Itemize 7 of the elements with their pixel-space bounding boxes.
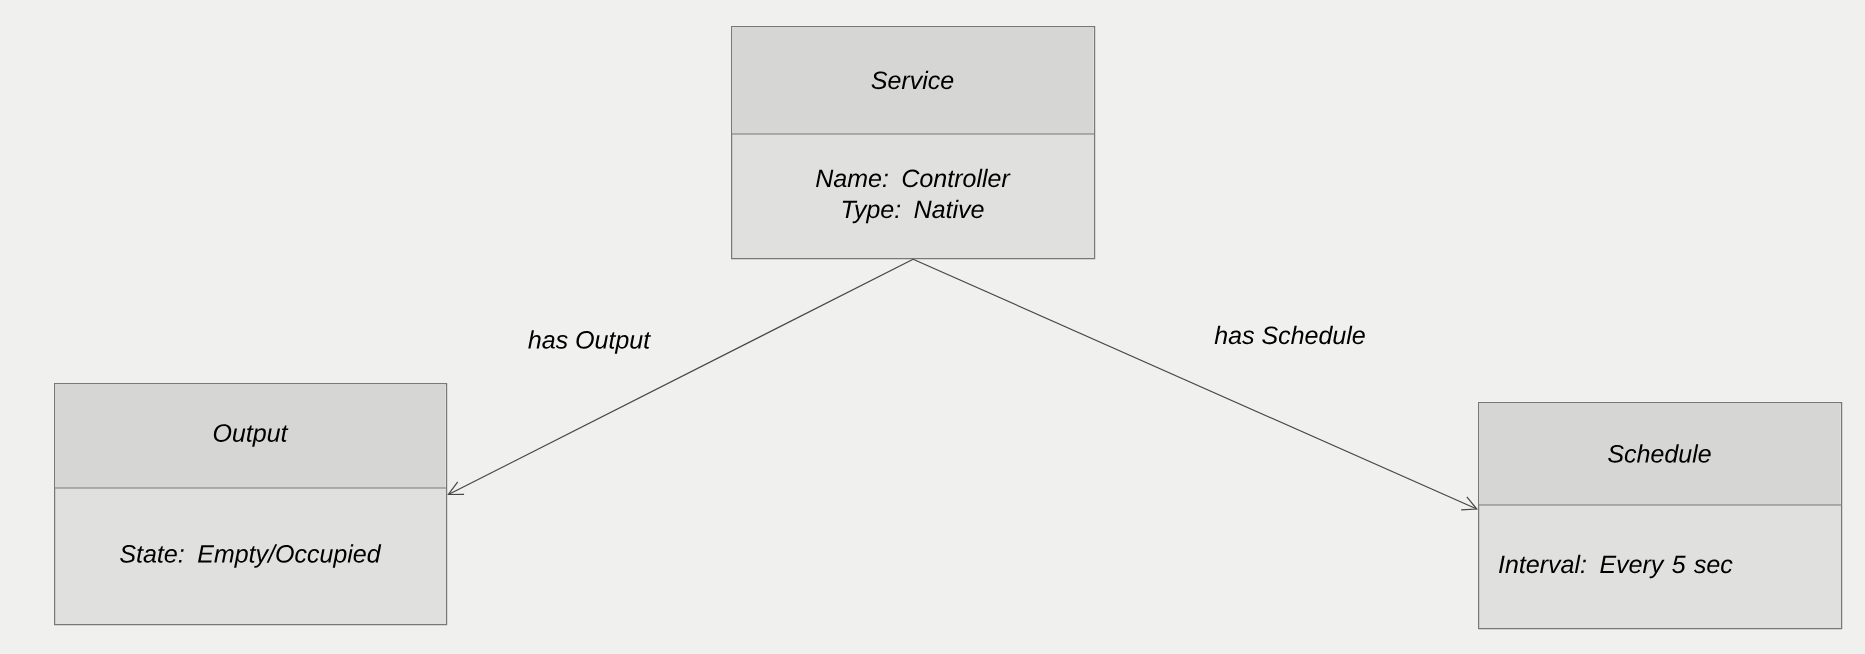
class-box: Output State: Empty/Occupied	[53, 383, 448, 626]
arrow	[447, 258, 914, 496]
arrow	[912, 258, 1478, 511]
class-box: Schedule Interval: Every 5 sec	[1477, 402, 1843, 630]
class-box: Service Name: Controller Type: Native	[730, 26, 1096, 260]
edge-label: has Output	[525, 328, 653, 356]
edge-label: has Schedule	[1212, 323, 1368, 347]
